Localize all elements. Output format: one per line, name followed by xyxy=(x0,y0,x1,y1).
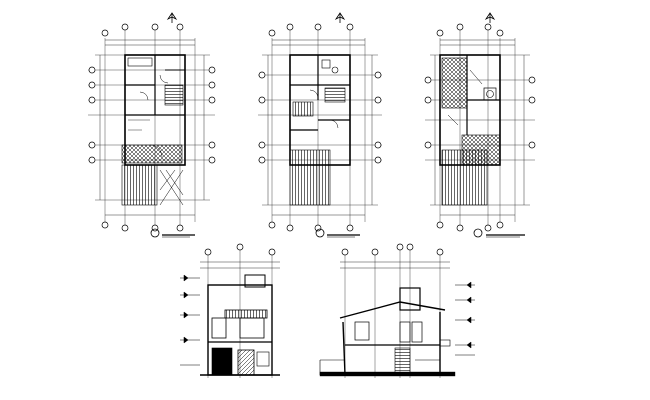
plan-title-mark xyxy=(150,228,195,238)
ground-slab xyxy=(319,371,456,377)
porch-hatch xyxy=(121,144,183,164)
plan-roof xyxy=(424,12,536,238)
plan-title-mark xyxy=(473,228,525,238)
dimension-lines xyxy=(267,39,373,216)
stair xyxy=(164,84,184,106)
stair-section xyxy=(394,347,411,376)
plan-title-mark xyxy=(315,228,360,238)
grid-bubbles xyxy=(258,23,382,232)
stair xyxy=(292,101,314,117)
kitchen-counter xyxy=(127,57,153,67)
level-markers xyxy=(455,281,475,356)
plan-ground-floor xyxy=(88,12,216,238)
parapet xyxy=(244,274,266,288)
grid-bubbles xyxy=(424,23,536,232)
roof-slope xyxy=(339,301,446,319)
dimension-lines xyxy=(434,39,525,216)
window-upper xyxy=(211,317,227,339)
terrace-rail xyxy=(439,339,451,347)
pergola-hatch xyxy=(441,149,488,206)
grid-bubbles xyxy=(341,243,444,256)
window-upper xyxy=(354,321,370,341)
grid-lines xyxy=(344,250,441,378)
plan-upper-floor xyxy=(258,12,382,238)
north-arrow-icon xyxy=(484,12,496,23)
dimension-lines xyxy=(99,39,205,216)
driveway-hatch xyxy=(121,164,158,206)
stair-tower xyxy=(399,287,421,311)
grid-bubbles xyxy=(88,23,216,232)
section xyxy=(319,243,475,378)
entry-door xyxy=(237,349,255,376)
front-elevation xyxy=(180,243,280,378)
level-markers xyxy=(180,274,200,366)
balcony-rail xyxy=(224,309,268,319)
water-tank xyxy=(483,87,497,101)
grid-bubbles xyxy=(204,243,276,256)
garage-door xyxy=(211,347,233,376)
north-arrow-icon xyxy=(334,12,346,23)
roof-hatch xyxy=(441,57,468,109)
balcony-hatch xyxy=(289,149,331,206)
north-arrow-icon xyxy=(166,12,178,23)
bathroom-fixture xyxy=(321,59,331,69)
